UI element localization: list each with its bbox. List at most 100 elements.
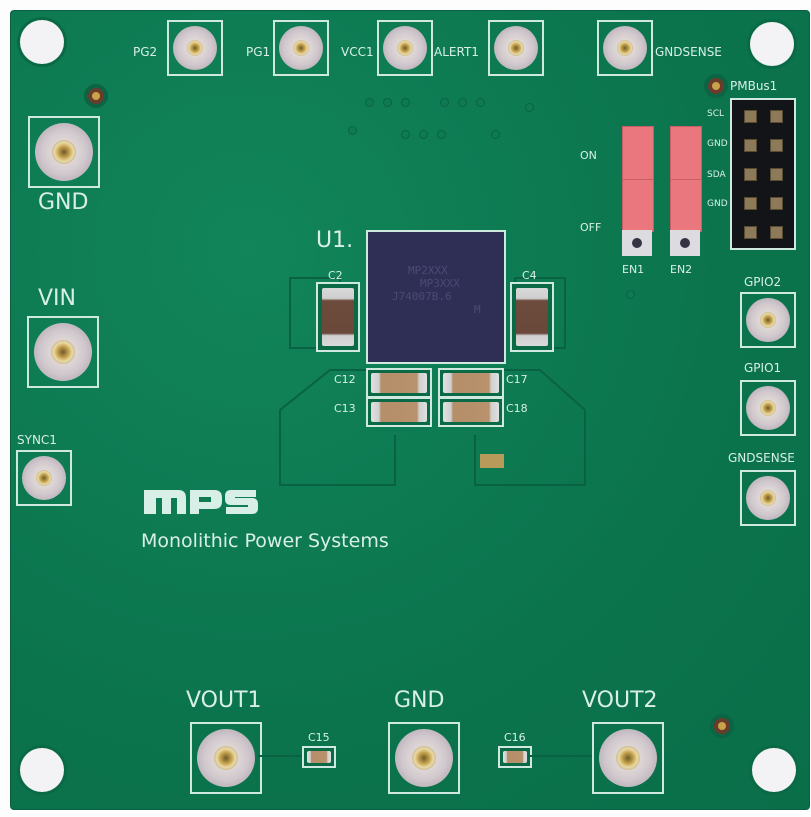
mounting-hole-top-right — [750, 22, 794, 66]
via — [525, 103, 534, 112]
via — [491, 130, 500, 139]
label-vout2: VOUT2 — [582, 688, 658, 713]
pin-icon — [616, 746, 640, 770]
label-c16: C16 — [504, 731, 526, 744]
label-pmbus-gnd2: GND — [707, 199, 728, 209]
capacitor-c17 — [438, 368, 504, 398]
pin-icon — [617, 40, 633, 56]
label-alert1: ALERT1 — [434, 45, 479, 59]
label-c2: C2 — [328, 269, 343, 282]
via — [401, 130, 410, 139]
label-c13: C13 — [334, 402, 356, 415]
label-gndsense-top: GNDSENSE — [655, 45, 722, 59]
label-gnd-left: GND — [38, 190, 89, 215]
ic-marking-4: M — [474, 303, 481, 316]
label-gnd-bottom: GND — [394, 688, 445, 713]
test-point-gndsense-right[interactable] — [740, 470, 796, 526]
label-vout1: VOUT1 — [186, 688, 262, 713]
ic-u1[interactable]: MP2XXX MP3XXX J74007B.6 M — [366, 230, 506, 364]
label-pg1: PG1 — [246, 45, 271, 59]
test-point-gnd-bottom[interactable] — [388, 722, 460, 794]
via — [348, 126, 357, 135]
capacitor-c12 — [366, 368, 432, 398]
label-c17: C17 — [506, 373, 528, 386]
label-gpio1: GPIO1 — [744, 361, 782, 375]
switch-en1[interactable] — [622, 126, 654, 256]
via-pmbus — [708, 78, 724, 94]
trace — [258, 755, 302, 757]
test-point-vout2[interactable] — [592, 722, 664, 794]
label-on: ON — [580, 149, 597, 162]
via — [383, 98, 392, 107]
label-pg2: PG2 — [133, 45, 158, 59]
label-pmbus: PMBus1 — [730, 79, 778, 93]
label-pmbus-sda: SDA — [707, 170, 726, 180]
label-pmbus-scl: SCL — [707, 109, 725, 119]
label-c18: C18 — [506, 402, 528, 415]
mounting-hole-bottom-right — [752, 748, 796, 792]
test-point-gnd-left[interactable] — [28, 116, 100, 188]
pin-icon — [760, 400, 776, 416]
mps-logo-icon — [144, 490, 258, 514]
pin-icon — [36, 470, 52, 486]
ic-marking-3: J74007B.6 — [392, 290, 452, 303]
via — [365, 98, 374, 107]
mounting-hole-top-left — [20, 20, 64, 64]
switch-en2[interactable] — [670, 126, 702, 256]
label-gpio2: GPIO2 — [744, 275, 782, 289]
via — [437, 130, 446, 139]
pin-icon — [760, 490, 776, 506]
pin-icon — [412, 746, 436, 770]
test-point-gpio1[interactable] — [740, 380, 796, 436]
pmbus-connector[interactable] — [730, 98, 796, 250]
via-top-left — [88, 88, 104, 104]
label-u1: U1. — [316, 228, 354, 253]
via — [626, 290, 635, 299]
label-c4: C4 — [522, 269, 537, 282]
solder-pad — [480, 454, 504, 468]
ic-marking-2: MP3XXX — [420, 277, 460, 290]
pin-icon — [397, 40, 413, 56]
capacitor-c18 — [438, 397, 504, 427]
label-vcc1: VCC1 — [341, 45, 374, 59]
label-c12: C12 — [334, 373, 356, 386]
test-point-sync1[interactable] — [16, 450, 72, 506]
label-gndsense-right: GNDSENSE — [728, 451, 795, 465]
test-point-gpio2[interactable] — [740, 292, 796, 348]
manufacturer-name: Monolithic Power Systems — [141, 530, 389, 552]
capacitor-c13 — [366, 397, 432, 427]
ic-marking-1: MP2XXX — [408, 264, 448, 277]
label-sync1: SYNC1 — [17, 433, 57, 447]
capacitor-c4 — [510, 282, 554, 352]
pin-icon — [187, 40, 203, 56]
test-point-pg1[interactable] — [273, 20, 329, 76]
test-point-vcc1[interactable] — [377, 20, 433, 76]
via — [476, 98, 485, 107]
test-point-gndsense-top[interactable] — [597, 20, 653, 76]
pin-icon — [52, 140, 76, 164]
via — [419, 130, 428, 139]
pin-icon — [51, 340, 75, 364]
label-en2: EN2 — [670, 263, 693, 276]
test-point-alert1[interactable] — [488, 20, 544, 76]
pin-icon — [293, 40, 309, 56]
test-point-vout1[interactable] — [190, 722, 262, 794]
label-pmbus-gnd1: GND — [707, 139, 728, 149]
pin-icon — [760, 312, 776, 328]
capacitor-c15 — [302, 746, 336, 768]
capacitor-c16 — [498, 746, 532, 768]
via — [458, 98, 467, 107]
label-c15: C15 — [308, 731, 330, 744]
test-point-vin[interactable] — [27, 316, 99, 388]
capacitor-c2 — [316, 282, 360, 352]
pin-icon — [214, 746, 238, 770]
test-point-pg2[interactable] — [167, 20, 223, 76]
mounting-hole-bottom-left — [20, 748, 64, 792]
label-en1: EN1 — [622, 263, 645, 276]
trace — [528, 755, 592, 757]
pin-icon — [508, 40, 524, 56]
via — [401, 98, 410, 107]
via-bottom-right — [714, 718, 730, 734]
label-vin: VIN — [38, 286, 76, 311]
pcb-board: PG2 PG1 VCC1 ALERT1 GNDSENSE GND VIN SYN… — [10, 10, 810, 810]
